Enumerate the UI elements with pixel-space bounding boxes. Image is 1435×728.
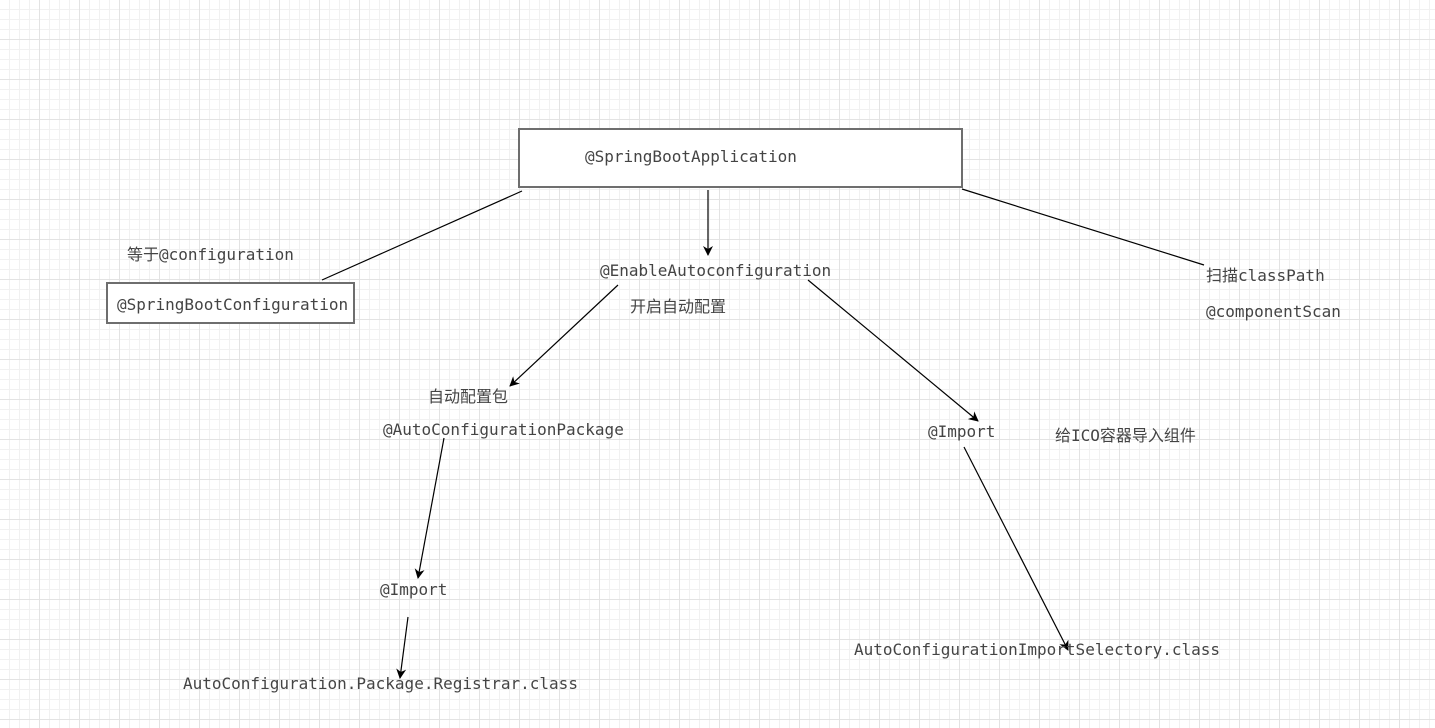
springbootconfiguration-label: @SpringBootConfiguration [117,295,349,314]
connector-root-to-componentscan [961,188,1205,266]
connector-root-to-springbootconfiguration [321,190,523,281]
import-right-desc: 给ICO容器导入组件 [1055,426,1196,445]
arrow-import-left-to-registrar [396,616,409,679]
autoconfigimportselector-label: AutoConfigurationImportSelectory.class [854,640,1221,659]
equals-configuration-label: 等于@configuration [127,245,294,264]
springbootapplication-box[interactable] [518,128,963,188]
arrow-autoconfigpackage-to-import-left [414,437,445,579]
import-right-label: @Import [928,422,996,441]
arrow-enable-to-autoconfigpackage [509,284,619,387]
arrow-import-right-to-selector [963,446,1069,651]
componentscan-label: @componentScan [1206,302,1341,321]
autoconfigpackage-desc: 自动配置包 [428,387,509,406]
springbootconfiguration-box[interactable] [106,282,355,324]
springbootapplication-label: @SpringBootApplication [585,147,797,166]
registrar-label: AutoConfiguration.Package.Registrar.clas… [183,674,578,693]
scan-classpath-label: 扫描classPath [1206,266,1325,285]
enableautoconfiguration-desc: 开启自动配置 [630,297,727,316]
autoconfigurationpackage-label: @AutoConfigurationPackage [383,420,624,439]
import-left-label: @Import [380,580,448,599]
enableautoconfiguration-label: @EnableAutoconfiguration [600,261,832,280]
arrow-enable-to-import-right [807,279,979,422]
